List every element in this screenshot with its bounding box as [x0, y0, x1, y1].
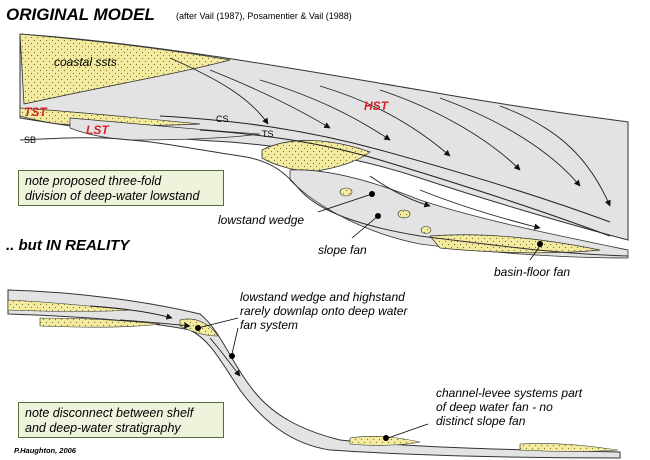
reality-heading: .. but IN REALITY [6, 237, 131, 254]
reality-basin-sand [519, 443, 619, 452]
basin-floor-fan-sand [429, 234, 601, 254]
label-basin-floor-fan: basin-floor fan [494, 265, 570, 279]
leader-dot [375, 213, 381, 219]
cs-surface [159, 115, 611, 223]
coastal-sandstone-body [19, 33, 231, 105]
note-box-three-fold: note proposed three-fold division of dee… [18, 170, 224, 206]
leader-dot [229, 353, 235, 359]
lowstand-wedge-sand [261, 140, 371, 173]
leader-dot [537, 241, 543, 247]
note-line: note disconnect between shelf [25, 406, 194, 420]
reality-flow-arrows [89, 305, 241, 377]
leader-dot [383, 435, 389, 441]
channel-fill [420, 226, 432, 234]
label-lst: LST [86, 123, 110, 137]
label-sb: SB [24, 135, 36, 145]
reality-basin-sand [349, 436, 421, 446]
label-ts: TS [262, 129, 274, 139]
channel-fill [339, 187, 353, 197]
note-channel-levee: channel-levee systems part of deep water… [436, 386, 626, 428]
diagram-title: ORIGINAL MODEL [6, 5, 155, 24]
label-tst: TST [24, 105, 48, 119]
note-line: fan system [240, 318, 299, 332]
credit-text: P.Haughton, 2006 [14, 446, 76, 455]
note-line: division of deep-water lowstand [25, 189, 200, 203]
leader-dot [195, 325, 201, 331]
reality-leader-lines [197, 317, 429, 439]
tst-sand [19, 107, 201, 126]
label-lowstand-wedge: lowstand wedge [218, 213, 304, 227]
slope-fan-body [289, 169, 629, 259]
reality-shelf-sand [39, 317, 161, 328]
note-line: note proposed three-fold [25, 174, 162, 188]
note-line: of deep water fan - no [436, 400, 553, 414]
leader-lines [317, 193, 541, 261]
ts-surface [199, 129, 611, 237]
note-line: channel-levee systems part [436, 386, 583, 400]
label-coastal-ssts: coastal ssts [54, 55, 117, 69]
leader-dot [369, 191, 375, 197]
hst-wedge [19, 33, 629, 241]
channel-fill [397, 209, 411, 219]
label-hst: HST [364, 99, 390, 113]
label-slope-fan: slope fan [318, 243, 367, 257]
note-line: and deep-water stratigraphy [25, 421, 181, 435]
diagram-subtitle: (after Vail (1987), Posamentier & Vail (… [176, 11, 352, 21]
label-cs: CS [216, 114, 229, 124]
note-line: lowstand wedge and highstand [240, 290, 405, 304]
sequence-boundary-line [19, 137, 629, 257]
clinoform-arrows [169, 57, 611, 230]
note-line: rarely downlap onto deep water [240, 304, 408, 318]
lst-body [69, 117, 261, 141]
note-lowstand-downlap: lowstand wedge and highstand rarely down… [240, 290, 440, 332]
note-line: distinct slope fan [436, 414, 526, 428]
note-box-disconnect: note disconnect between shelf and deep-w… [18, 402, 224, 438]
